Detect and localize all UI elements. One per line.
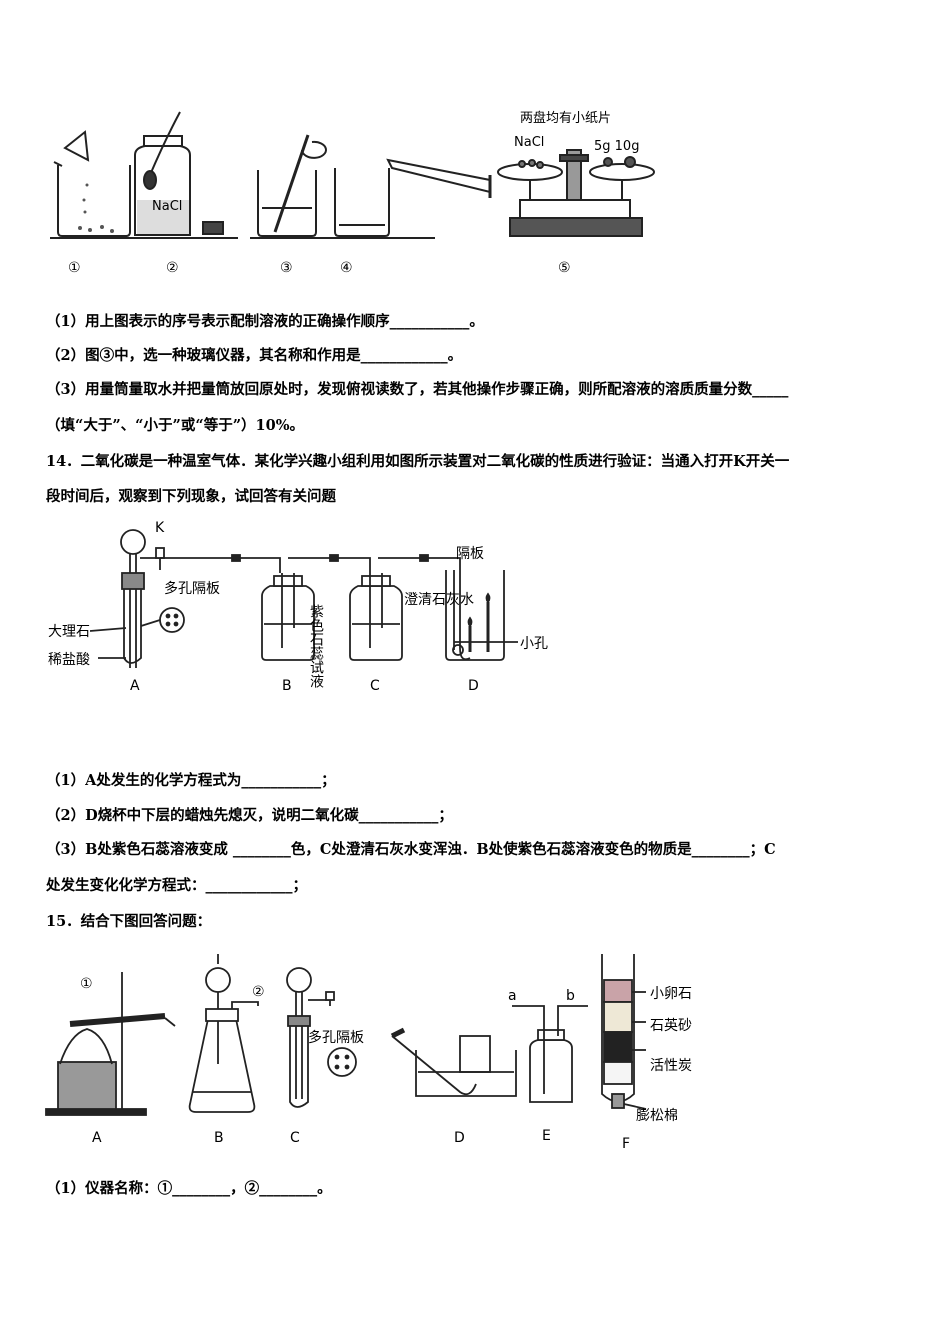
instrument-1-label: ① (80, 976, 93, 992)
partition-label: 隔板 (456, 546, 484, 562)
apparatus15-d-label: D (454, 1130, 465, 1146)
porous-plate-label: 多孔隔板 (164, 580, 220, 597)
q13-line-4: （填“大于”、“小于”或“等于”）10%。 (46, 417, 304, 434)
q14-sub-1: （1）A处发生的化学方程式为___________； (46, 772, 336, 789)
figure-solution-preparation: NaCl 两盘均有小纸片 NaCl 5g 10g ① ② ③ ④ ⑤ (50, 110, 655, 276)
q14-line-1: 14．二氧化碳是一种温室气体．某化学兴趣小组利用如图所示装置对二氧化碳的性质进行… (46, 453, 790, 470)
weights-label: 5g 10g (594, 139, 639, 154)
q13-line-1: （1）用上图表示的序号表示配制溶液的正确操作顺序___________。 (46, 313, 484, 330)
q14-line-2: 段时间后，观察到下列现象，试回答有关问题 (46, 488, 336, 505)
litmus-label: 紫色石蕊试液 (308, 604, 324, 688)
q14-sub-4: 处发生变化化学方程式：____________； (46, 877, 307, 894)
acid-label: 稀盐酸 (48, 652, 90, 668)
balance-note: 两盘均有小纸片 (520, 110, 611, 126)
q14-sub-2: （2）D烧杯中下层的蜡烛先熄灭，说明二氧化碳___________； (46, 807, 453, 824)
figure-gas-apparatus: ① ② 多孔隔板 a b 小卵石 石英砂 活性炭 膨松棉 A B C D E F (45, 954, 692, 1152)
hole-label: 小孔 (520, 636, 548, 652)
apparatus-a-label: A (130, 678, 140, 694)
q15-sub-1: （1）仪器名称：①________，②________。 (46, 1180, 332, 1197)
apparatus15-f-label: F (622, 1136, 630, 1152)
step-label-4: ④ (340, 260, 353, 276)
activated-carbon-label: 活性炭 (650, 1058, 692, 1074)
quartz-sand-label: 石英砂 (650, 1017, 692, 1034)
step-label-5: ⑤ (558, 260, 571, 276)
balance-nacl-label: NaCl (514, 135, 544, 150)
port-a-label: a (508, 988, 517, 1004)
step-label-1: ① (68, 260, 81, 276)
instrument-2-label: ② (252, 984, 265, 1000)
apparatus15-e-label: E (542, 1128, 551, 1144)
figure-co2-apparatus: K 多孔隔板 大理石 稀盐酸 紫色石蕊试液 澄清石灰水 隔板 小孔 A B C … (48, 520, 548, 694)
q13-line-3: （3）用量筒量取水并把量筒放回原处时，发现俯视读数了，若其他操作步骤正确，则所配… (46, 381, 789, 398)
apparatus-c-label: C (370, 678, 380, 694)
port-b-label: b (566, 988, 575, 1004)
q14-sub-3: （3）B处紫色石蕊溶液变成 ________色，C处澄清石灰水变浑浊．B处使紫色… (46, 841, 776, 858)
q15-title: 15．结合下图回答问题： (46, 913, 212, 930)
marble-label: 大理石 (48, 624, 90, 640)
porous-plate-c-label: 多孔隔板 (308, 1029, 364, 1046)
apparatus15-b-label: B (214, 1130, 224, 1146)
apparatus-b-label: B (282, 678, 292, 694)
step-label-3: ③ (280, 260, 293, 276)
q13-line-2: （2）图③中，选一种玻璃仪器，其名称和作用是____________。 (46, 347, 463, 364)
apparatus15-c-label: C (290, 1130, 300, 1146)
valve-k-label: K (155, 520, 165, 536)
cotton-label: 膨松棉 (636, 1107, 678, 1124)
apparatus15-a-label: A (92, 1130, 102, 1146)
limewater-label: 澄清石灰水 (404, 592, 474, 608)
pebbles-label: 小卵石 (650, 986, 692, 1002)
apparatus-d-label: D (468, 678, 479, 694)
step-label-2: ② (166, 260, 179, 276)
nacl-jar-label: NaCl (152, 199, 182, 214)
